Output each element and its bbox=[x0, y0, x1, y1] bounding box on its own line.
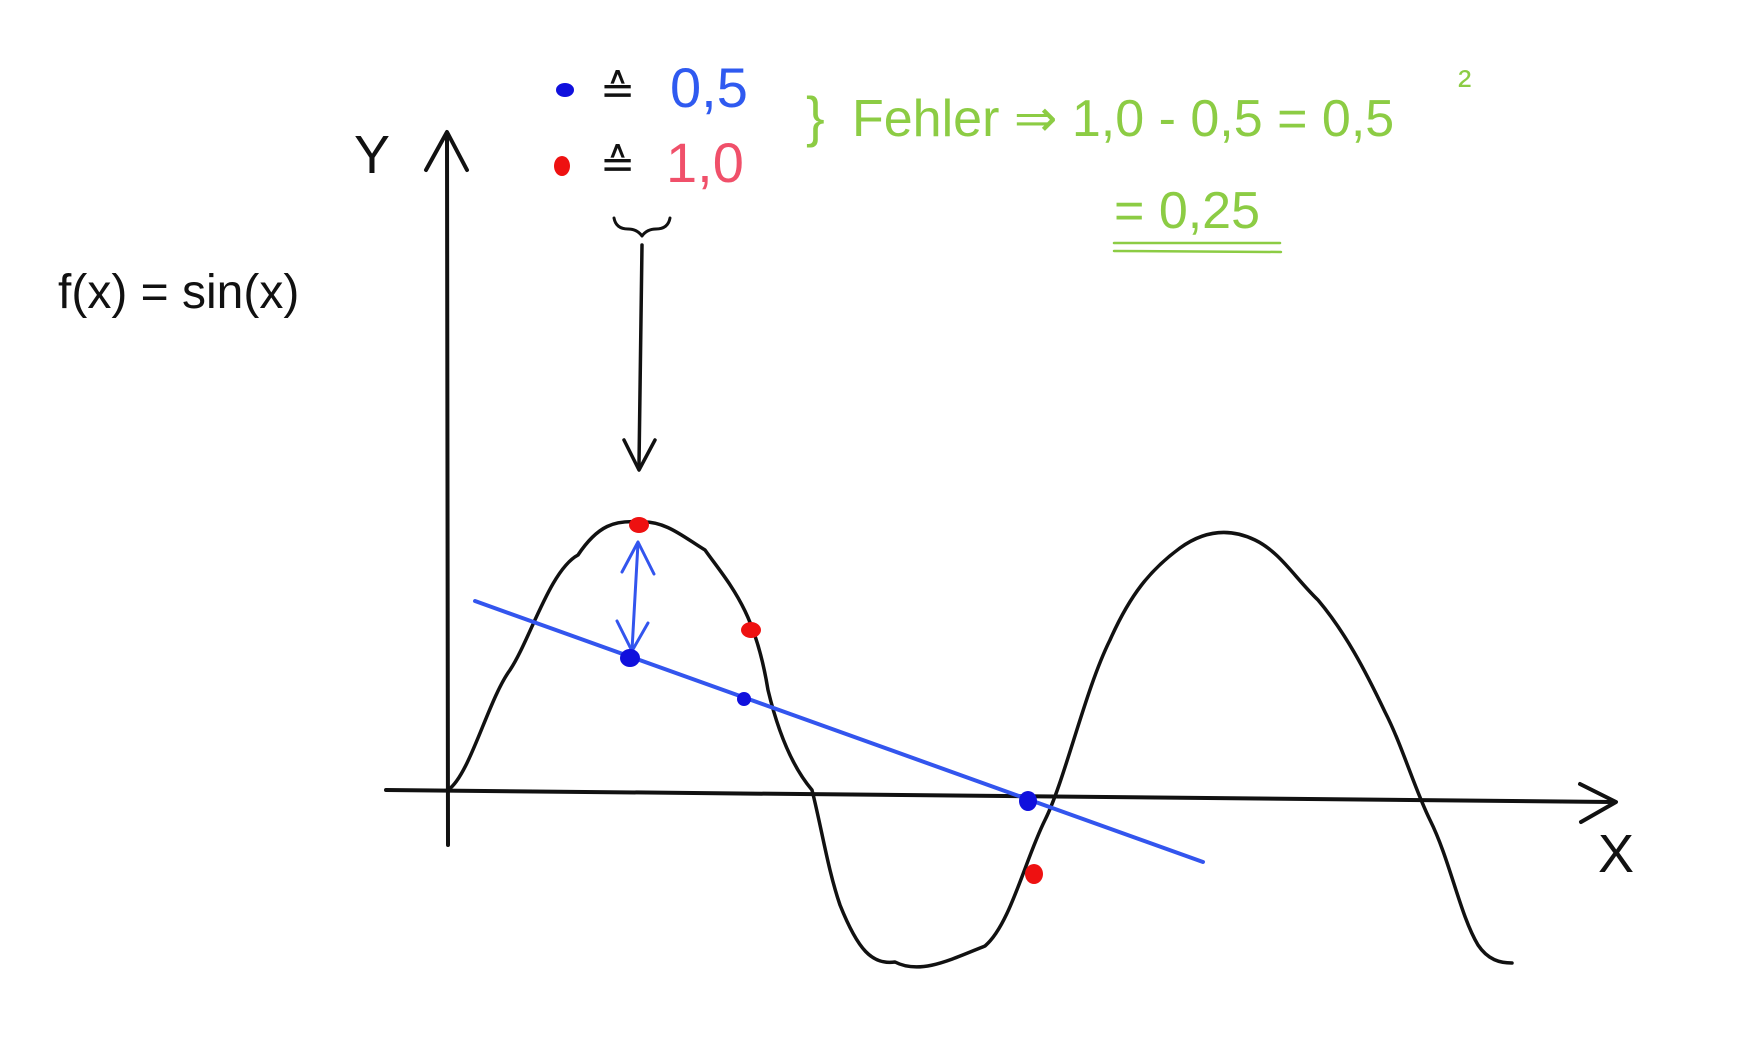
legend-blue-symbol: ≙ bbox=[600, 66, 635, 113]
red-point bbox=[629, 517, 649, 533]
error-exponent: ² bbox=[1458, 63, 1471, 107]
pointer-arrowhead bbox=[622, 438, 657, 472]
error-result: = 0,25 bbox=[1114, 182, 1260, 240]
error-brace: } bbox=[806, 85, 825, 148]
x-axis-arrowhead bbox=[1578, 782, 1618, 824]
sine-curve bbox=[446, 519, 1514, 969]
legend-red-dot bbox=[554, 156, 570, 176]
x-axis-line bbox=[384, 788, 1614, 804]
y-axis-label: Y bbox=[354, 125, 390, 185]
error-equation: Fehler ⇒ 1,0 - 0,5 = 0,5 bbox=[852, 90, 1394, 148]
red-point bbox=[1025, 864, 1043, 884]
legend-red-value: 1,0 bbox=[666, 131, 744, 194]
legend-underbrace bbox=[612, 216, 672, 238]
y-axis-line bbox=[445, 133, 450, 847]
red-point bbox=[741, 622, 761, 638]
regression-line bbox=[473, 599, 1205, 864]
blue-point bbox=[620, 649, 640, 667]
result-underline-2 bbox=[1112, 249, 1283, 254]
y-axis-arrowhead bbox=[424, 130, 469, 172]
legend-blue-value: 0,5 bbox=[670, 56, 748, 119]
error-double-arrow bbox=[630, 541, 640, 652]
legend-blue-dot bbox=[556, 83, 574, 97]
blue-point bbox=[737, 692, 751, 706]
function-label: f(x) = sin(x) bbox=[58, 266, 299, 319]
pointer-arrow bbox=[637, 243, 644, 467]
x-axis-label: X bbox=[1598, 824, 1634, 884]
blue-point bbox=[1019, 791, 1037, 811]
legend-red-symbol: ≙ bbox=[600, 140, 635, 187]
error-arrowhead-up bbox=[620, 540, 656, 576]
